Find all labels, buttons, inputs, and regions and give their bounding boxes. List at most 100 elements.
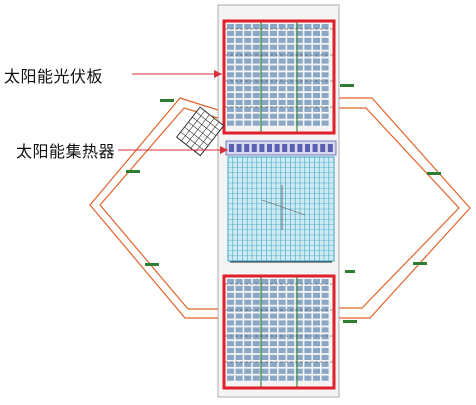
pv-cell [278, 375, 286, 381]
pv-cell [235, 313, 243, 319]
pv-cell [270, 361, 277, 367]
pv-cell [252, 65, 260, 71]
pv-cell [227, 99, 234, 105]
pv-cell [235, 341, 243, 347]
pv-cell [235, 279, 243, 285]
pv-cell [321, 368, 329, 374]
tile-line [184, 126, 209, 146]
pv-cell [252, 368, 260, 374]
pv-cell [313, 306, 320, 312]
pv-cell [287, 113, 295, 119]
collector-header [225, 140, 337, 156]
pv-cell [295, 79, 303, 85]
pv-cell [244, 58, 252, 64]
pv-cell [278, 37, 286, 43]
pv-cell [278, 51, 286, 57]
pv-cell [244, 292, 252, 298]
leader-collector [118, 146, 228, 154]
pv-cell [270, 79, 277, 85]
pv-cell [227, 72, 234, 78]
collector-header-cell [289, 144, 295, 152]
pv-cell [313, 51, 320, 57]
pv-cell [261, 106, 269, 112]
pv-cell [313, 285, 320, 291]
pv-cell [261, 72, 269, 78]
pv-cell [304, 99, 312, 105]
pv-cell [304, 285, 312, 291]
pv-cell [235, 24, 243, 30]
pv-cell [270, 106, 277, 112]
pv-cell [278, 24, 286, 30]
pv-cell [235, 368, 243, 374]
pv-cell [261, 93, 269, 99]
pv-cell [287, 51, 295, 57]
pv-cell [235, 44, 243, 50]
collector-header-cell [251, 144, 257, 152]
pv-cell [244, 341, 252, 347]
pv-cell [321, 375, 329, 381]
pv-cell [252, 120, 260, 126]
pv-cell [287, 348, 295, 354]
pv-array-top-outline [222, 19, 336, 135]
pv-cell [321, 106, 329, 112]
pv-cell [244, 72, 252, 78]
pv-cell [304, 354, 312, 360]
pv-cell [278, 79, 286, 85]
pv-cell [321, 58, 329, 64]
pv-cell [304, 30, 312, 36]
pv-cell [252, 113, 260, 119]
pv-cell [235, 334, 243, 340]
pv-cell [287, 320, 295, 326]
pv-cell [261, 120, 269, 126]
pv-cell [321, 361, 329, 367]
pv-cell [227, 368, 234, 374]
pv-cell [227, 51, 234, 57]
pv-cell [287, 375, 295, 381]
pv-cell [295, 348, 303, 354]
pv-cell [235, 299, 243, 305]
pipe-tag-marker [340, 84, 354, 87]
pv-cell [304, 86, 312, 92]
pv-cell [295, 279, 303, 285]
pv-cell [278, 348, 286, 354]
pv-cell [313, 320, 320, 326]
pv-cell [313, 361, 320, 367]
pv-cell [304, 113, 312, 119]
pv-cell [270, 292, 277, 298]
pv-cell [278, 313, 286, 319]
pv-cell [278, 327, 286, 333]
pv-cell [295, 24, 303, 30]
pv-cell [252, 279, 260, 285]
pv-cell [252, 348, 260, 354]
pv-cell [270, 93, 277, 99]
pv-cell [252, 341, 260, 347]
tile-line [192, 116, 217, 136]
pv-cell [304, 51, 312, 57]
collector-header-cell [236, 144, 242, 152]
pv-cell [270, 65, 277, 71]
pv-cell [252, 334, 260, 340]
pv-cell [261, 30, 269, 36]
pv-cell [227, 361, 234, 367]
pv-cell [278, 279, 286, 285]
pv-cell [287, 279, 295, 285]
pv-cell [270, 285, 277, 291]
pv-cell [270, 113, 277, 119]
pv-cell [252, 30, 260, 36]
pv-cell [244, 30, 252, 36]
pv-cell [235, 120, 243, 126]
pv-cell [244, 361, 252, 367]
pv-cell [278, 292, 286, 298]
pv-cell [313, 93, 320, 99]
pv-cell [261, 24, 269, 30]
pv-cell [295, 375, 303, 381]
pv-cell [321, 348, 329, 354]
pv-cell [227, 120, 234, 126]
pv-cell [227, 375, 234, 381]
pv-cell [227, 327, 234, 333]
pv-array-bottom-outline [222, 274, 336, 390]
pv-cell [244, 65, 252, 71]
pv-cell [270, 313, 277, 319]
pv-cell [313, 24, 320, 30]
